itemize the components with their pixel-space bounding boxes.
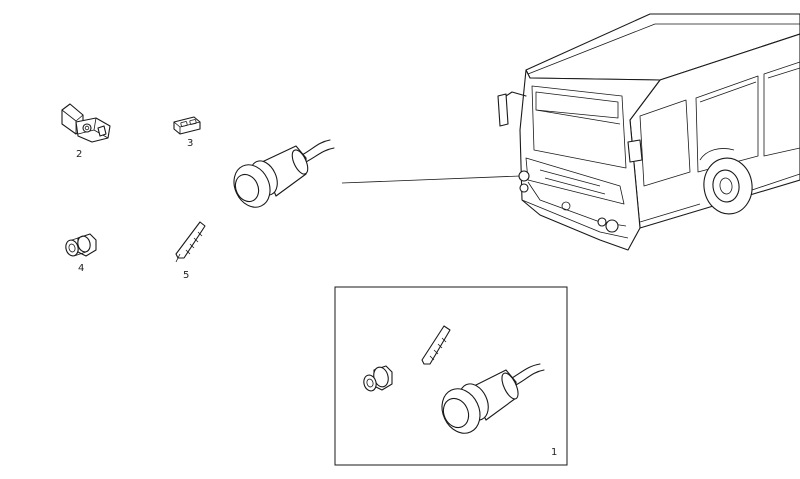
kit-grommet-part (363, 365, 393, 392)
push-switch-part (233, 139, 335, 208)
part-label-1: 1 (551, 447, 557, 458)
kit-terminal-part (421, 325, 451, 365)
leader-line (341, 175, 521, 184)
bus-illustration (497, 13, 800, 251)
kit-box (334, 286, 568, 466)
part-label-5: 5 (183, 270, 189, 281)
seal-cap-part (173, 116, 201, 135)
terminal-pin-part (175, 221, 206, 263)
connector-housing-part (61, 103, 111, 143)
kit-switch-part (441, 363, 545, 434)
part-label-3: 3 (187, 138, 193, 149)
part-label-2: 2 (76, 149, 82, 160)
grommet-part (65, 233, 97, 257)
part-label-4: 4 (78, 263, 84, 274)
